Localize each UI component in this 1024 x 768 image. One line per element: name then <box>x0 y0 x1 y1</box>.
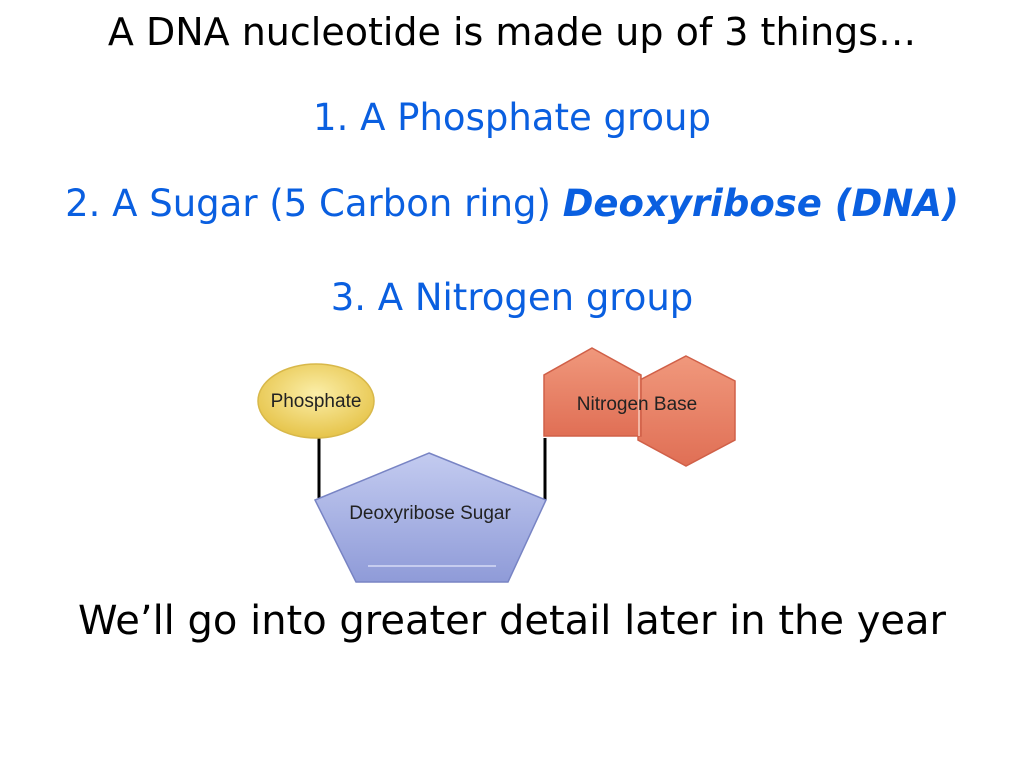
sugar-label: Deoxyribose Sugar <box>349 503 511 524</box>
item-sugar-text: 2. A Sugar (5 Carbon ring) <box>65 182 563 225</box>
item-sugar-emphasis: Deoxyribose (DNA) <box>562 182 959 225</box>
item-phosphate-group: 1. A Phosphate group <box>313 96 711 139</box>
slide-title: A DNA nucleotide is made up of 3 things… <box>107 10 917 54</box>
footer-note: We’ll go into greater detail later in th… <box>78 598 946 644</box>
item-nitrogen-group: 3. A Nitrogen group <box>330 276 694 319</box>
sugar-pentagon <box>313 452 548 583</box>
base-label: Nitrogen Base <box>577 394 697 415</box>
phosphate-shape <box>257 363 375 439</box>
base-ring-left <box>543 347 642 437</box>
phosphate-label: Phosphate <box>271 391 362 412</box>
item-sugar: 2. A Sugar (5 Carbon ring) Deoxyribose (… <box>0 182 1024 225</box>
